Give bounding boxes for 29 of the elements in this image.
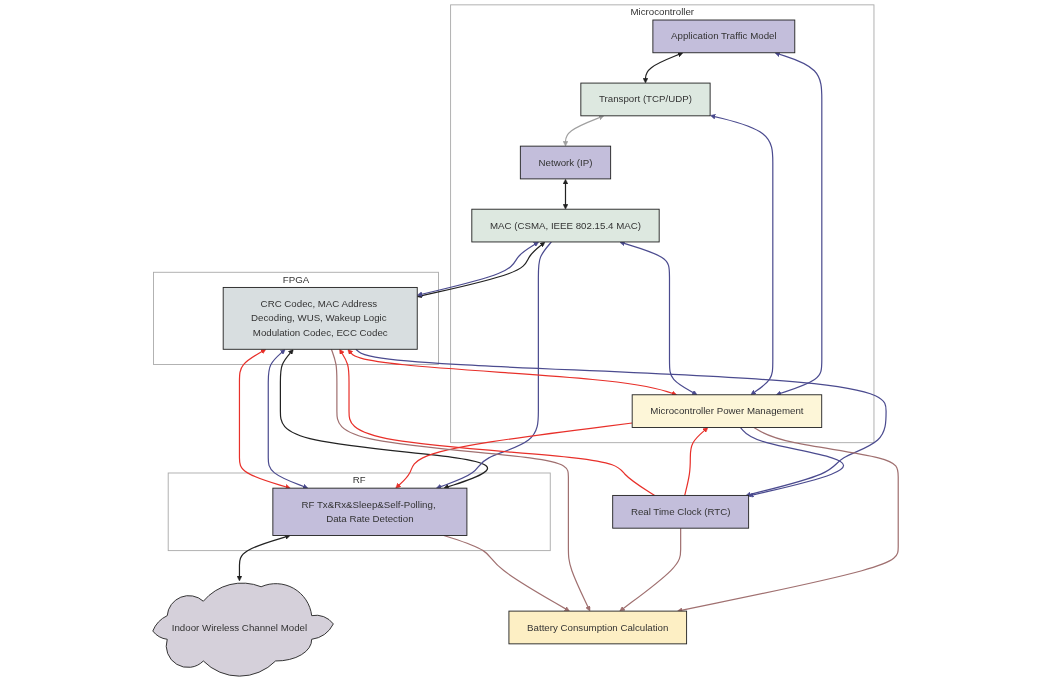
node-box: Battery Consumption Calculation	[508, 610, 688, 645]
node-box: RF Tx&Rx&Sleep&Self-Polling, Data Rate Detection	[272, 487, 468, 536]
arrow	[562, 178, 569, 210]
arrow	[774, 51, 823, 396]
node-box: Transport (TCP/UDP)	[580, 82, 711, 117]
arrow	[395, 422, 633, 489]
node-box: Real Time Clock (RTC)	[612, 494, 750, 529]
arrow	[355, 348, 887, 497]
arrow	[330, 348, 591, 612]
node-box: Network (IP)	[519, 145, 612, 180]
arrow	[739, 426, 845, 498]
arrow	[710, 114, 774, 395]
arrow	[347, 349, 677, 396]
arrow	[339, 349, 656, 497]
node-box: Microcontroller Power Management	[631, 394, 823, 428]
arrow	[267, 349, 309, 489]
arrow	[562, 115, 604, 147]
arrow	[677, 426, 899, 613]
arrow	[684, 427, 709, 497]
arrow	[642, 52, 684, 84]
node-box: CRC Codec, MAC Address Decoding, WUS, Wakeup Logic Modulation Codec, ECC Codec	[222, 287, 418, 350]
arrow	[238, 349, 291, 490]
arrow	[619, 527, 682, 612]
node-box: Application Traffic Model	[652, 19, 796, 54]
arrow	[436, 241, 552, 490]
arrow	[279, 349, 489, 490]
node-box: MAC (CSMA, IEEE 802.15.4 MAC)	[471, 208, 660, 243]
arrow	[236, 534, 291, 582]
arrow	[619, 240, 698, 395]
